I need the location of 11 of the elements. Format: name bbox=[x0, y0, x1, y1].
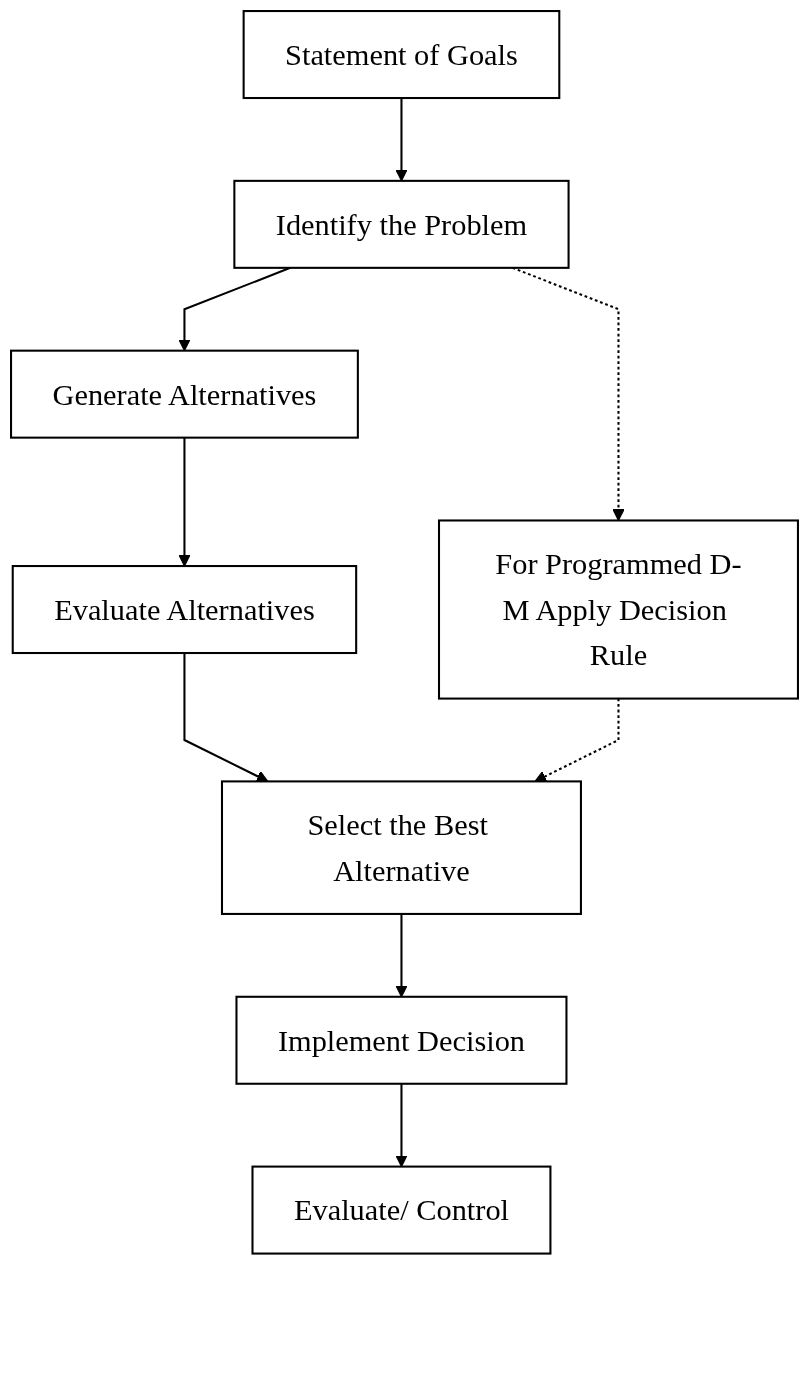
node-box: Evaluate/ Control bbox=[251, 1165, 552, 1255]
arrow bbox=[183, 653, 269, 782]
node-box: Generate Alternatives bbox=[10, 349, 359, 439]
node-box: Implement Decision bbox=[235, 995, 568, 1085]
node-box: For Programmed D-M Apply Decision Rule bbox=[437, 519, 799, 700]
node-box: Select the Best Alternative bbox=[220, 780, 582, 915]
node-box: Identify the Problem bbox=[233, 179, 570, 269]
arrow bbox=[178, 437, 191, 567]
node-box: Evaluate Alternatives bbox=[11, 565, 358, 655]
node-box: Statement of Goals bbox=[242, 10, 561, 100]
arrow bbox=[534, 698, 620, 782]
